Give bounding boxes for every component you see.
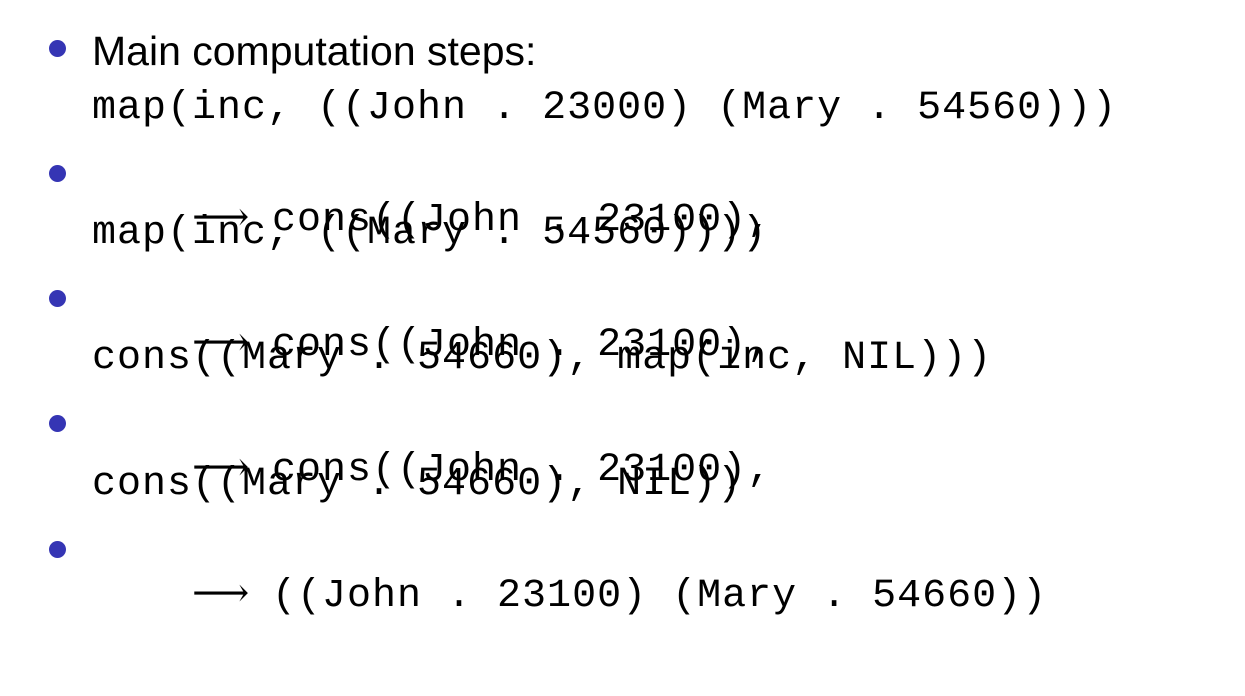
arrow-icon: ⟶ bbox=[192, 319, 250, 365]
step-3-line-2: cons((Mary . 54660), map(inc, NIL))) bbox=[92, 336, 993, 381]
step-4-line-1: ⟶ cons((John . 23100), bbox=[92, 407, 772, 531]
step-5-line-1: ⟶ ((John . 23100) (Mary . 54660)) bbox=[92, 533, 1047, 657]
step-2-expression-start: cons((John . 23100), bbox=[272, 198, 773, 243]
slide-heading: Main computation steps: bbox=[92, 28, 537, 74]
step-2-line-1: ⟶ cons((John . 23100), bbox=[92, 157, 772, 281]
bullet-marker bbox=[49, 541, 66, 558]
bullet-marker bbox=[49, 290, 66, 307]
step-5-expression: ((John . 23100) (Mary . 54660)) bbox=[272, 574, 1048, 619]
step-1-expression: map(inc, ((John . 23000) (Mary . 54560))… bbox=[92, 86, 1118, 131]
arrow-icon: ⟶ bbox=[192, 194, 250, 240]
step-4-expression-start: cons((John . 23100), bbox=[272, 448, 773, 493]
step-4-line-2: cons((Mary . 54660), NIL)) bbox=[92, 462, 743, 507]
bullet-marker bbox=[49, 415, 66, 432]
arrow-icon: ⟶ bbox=[192, 570, 250, 616]
arrow-icon: ⟶ bbox=[192, 444, 250, 490]
bullet-marker bbox=[49, 40, 66, 57]
bullet-marker bbox=[49, 165, 66, 182]
step-3-line-1: ⟶ cons((John . 23100), bbox=[92, 282, 772, 406]
step-3-expression-start: cons((John . 23100), bbox=[272, 323, 773, 368]
step-2-line-2: map(inc, ((Mary . 54560)))) bbox=[92, 211, 768, 256]
